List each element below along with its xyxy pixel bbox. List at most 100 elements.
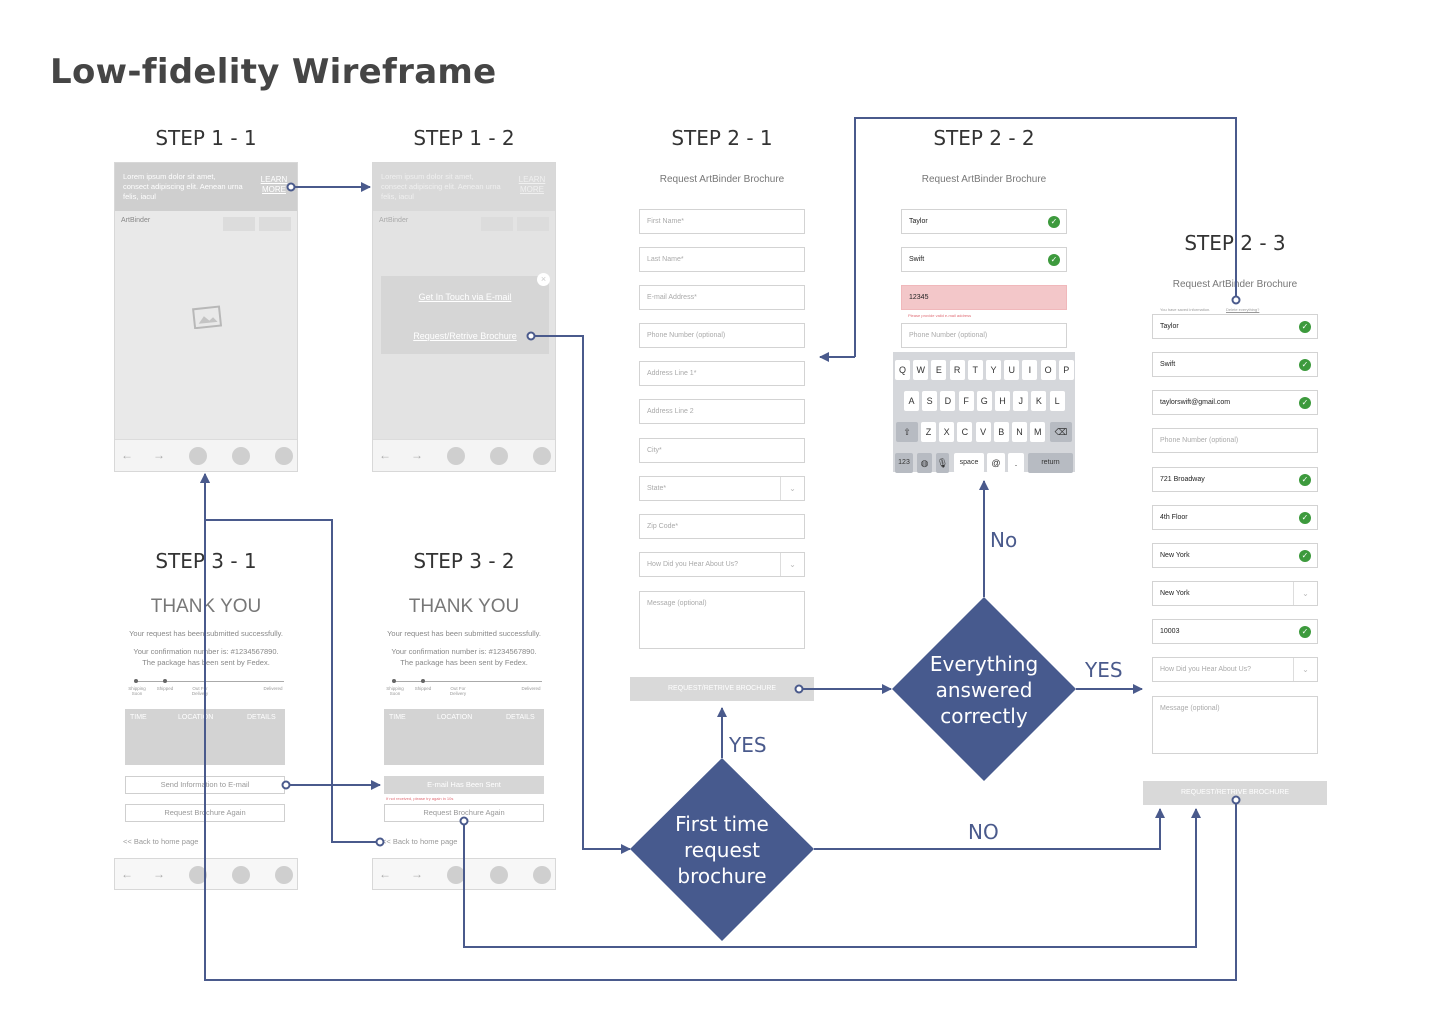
- address-line-1-field[interactable]: 721 Broadway✓: [1152, 467, 1318, 492]
- key-r[interactable]: R: [949, 360, 965, 380]
- back-arrow-icon[interactable]: ←: [121, 867, 133, 881]
- back-home-link[interactable]: << Back to home page: [382, 837, 458, 846]
- key-d[interactable]: D: [940, 391, 956, 411]
- phone-field[interactable]: Phone Number (optional): [901, 323, 1067, 348]
- key-n[interactable]: N: [1012, 422, 1027, 442]
- last-name-field[interactable]: Last Name*: [639, 247, 805, 272]
- request-brochure-button[interactable]: REQUEST/RETRIVE BROCHURE: [630, 677, 814, 701]
- forward-arrow-icon[interactable]: →: [411, 867, 423, 881]
- email-contact-link[interactable]: Get In Touch via E-mail: [418, 292, 512, 302]
- request-again-button[interactable]: Request Brochure Again: [384, 804, 544, 822]
- key-e[interactable]: E: [931, 360, 947, 380]
- at-key[interactable]: @: [987, 453, 1005, 473]
- last-name-field[interactable]: Swift✓: [1152, 352, 1318, 377]
- phone-field[interactable]: Phone Number (optional): [639, 323, 805, 348]
- learn-more-link[interactable]: LEARN MORE: [260, 175, 288, 194]
- address-line-2-field[interactable]: 4th Floor✓: [1152, 505, 1318, 530]
- learn-more-link[interactable]: LEARN MORE: [518, 175, 546, 194]
- key-s[interactable]: S: [922, 391, 938, 411]
- toolbar-button[interactable]: [533, 866, 551, 884]
- brochure-request-link[interactable]: Request/Retrive Brochure: [413, 331, 517, 341]
- city-field[interactable]: City*: [639, 438, 805, 463]
- toolbar-button[interactable]: [232, 866, 250, 884]
- key-c[interactable]: C: [957, 422, 973, 442]
- first-name-field[interactable]: Taylor✓: [901, 209, 1067, 234]
- delete-saved-link[interactable]: Delete everything?: [1226, 307, 1260, 312]
- address-line-2-field[interactable]: Address Line 2: [639, 399, 805, 424]
- key-b[interactable]: B: [993, 422, 1009, 442]
- city-field[interactable]: New York✓: [1152, 543, 1318, 568]
- nav-button[interactable]: [259, 217, 291, 231]
- key-k[interactable]: K: [1031, 391, 1047, 411]
- first-name-field[interactable]: First Name*: [639, 209, 805, 234]
- nav-button[interactable]: [517, 217, 549, 231]
- shift-key-icon[interactable]: ⇧: [896, 422, 918, 442]
- toolbar-button[interactable]: [447, 447, 465, 465]
- toolbar-button[interactable]: [533, 447, 551, 465]
- state-select[interactable]: State*⌄: [639, 476, 805, 501]
- send-email-button[interactable]: Send Information to E-mail: [125, 776, 285, 794]
- referral-select[interactable]: How Did you Hear About Us?⌄: [1152, 657, 1318, 682]
- key-v[interactable]: V: [975, 422, 991, 442]
- microphone-icon[interactable]: 🎙: [936, 453, 949, 473]
- space-key[interactable]: space: [954, 453, 984, 473]
- toolbar-button[interactable]: [189, 447, 207, 465]
- key-x[interactable]: X: [939, 422, 955, 442]
- key-z[interactable]: Z: [921, 422, 936, 442]
- key-y[interactable]: Y: [986, 360, 1001, 380]
- referral-select[interactable]: How Did you Hear About Us?⌄: [639, 552, 805, 577]
- key-i[interactable]: I: [1022, 360, 1038, 380]
- zip-code-field[interactable]: Zip Code*: [639, 514, 805, 539]
- message-textarea[interactable]: Message (optional): [639, 591, 805, 649]
- key-h[interactable]: H: [995, 391, 1010, 411]
- confirmation-number: Your confirmation number is: #1234567890…: [133, 647, 279, 656]
- key-u[interactable]: U: [1004, 360, 1020, 380]
- progress-step: [392, 679, 396, 683]
- request-brochure-button[interactable]: REQUEST/RETRIVE BROCHURE: [1143, 781, 1327, 805]
- toolbar-button[interactable]: [490, 866, 508, 884]
- key-f[interactable]: F: [958, 391, 974, 411]
- return-key[interactable]: return: [1028, 453, 1073, 473]
- zip-code-field[interactable]: 10003✓: [1152, 619, 1318, 644]
- address-line-1-field[interactable]: Address Line 1*: [639, 361, 805, 386]
- back-arrow-icon[interactable]: ←: [379, 448, 391, 462]
- key-q[interactable]: Q: [895, 360, 910, 380]
- forward-arrow-icon[interactable]: →: [153, 448, 165, 462]
- key-m[interactable]: M: [1030, 422, 1046, 442]
- toolbar-button[interactable]: [447, 866, 465, 884]
- key-a[interactable]: A: [904, 391, 919, 411]
- forward-arrow-icon[interactable]: →: [411, 448, 423, 462]
- key-p[interactable]: P: [1058, 360, 1074, 380]
- delete-key-icon[interactable]: ⌫: [1050, 422, 1072, 442]
- email-field[interactable]: taylorswift@gmail.com✓: [1152, 390, 1318, 415]
- state-select[interactable]: New York⌄: [1152, 581, 1318, 606]
- email-field[interactable]: E-mail Address*: [639, 285, 805, 310]
- close-icon[interactable]: ×: [537, 273, 550, 286]
- email-field-error[interactable]: 12345: [901, 285, 1067, 310]
- back-arrow-icon[interactable]: ←: [121, 448, 133, 462]
- toolbar-button[interactable]: [232, 447, 250, 465]
- period-key[interactable]: .: [1008, 453, 1024, 473]
- back-home-link[interactable]: << Back to home page: [123, 837, 199, 846]
- numbers-key[interactable]: 123: [895, 453, 913, 473]
- key-w[interactable]: W: [913, 360, 929, 380]
- request-again-button[interactable]: Request Brochure Again: [125, 804, 285, 822]
- key-t[interactable]: T: [967, 360, 983, 380]
- key-g[interactable]: G: [976, 391, 992, 411]
- toolbar-button[interactable]: [275, 866, 293, 884]
- toolbar-button[interactable]: [490, 447, 508, 465]
- key-j[interactable]: J: [1013, 391, 1029, 411]
- forward-arrow-icon[interactable]: →: [153, 867, 165, 881]
- phone-field[interactable]: Phone Number (optional): [1152, 428, 1318, 453]
- first-name-field[interactable]: Taylor✓: [1152, 314, 1318, 339]
- globe-icon[interactable]: ◍: [917, 453, 932, 473]
- last-name-field[interactable]: Swift✓: [901, 247, 1067, 272]
- key-o[interactable]: O: [1040, 360, 1056, 380]
- message-textarea[interactable]: Message (optional): [1152, 696, 1318, 754]
- nav-button[interactable]: [481, 217, 513, 231]
- key-l[interactable]: L: [1049, 391, 1065, 411]
- toolbar-button[interactable]: [275, 447, 293, 465]
- back-arrow-icon[interactable]: ←: [379, 867, 391, 881]
- toolbar-button[interactable]: [189, 866, 207, 884]
- nav-button[interactable]: [223, 217, 255, 231]
